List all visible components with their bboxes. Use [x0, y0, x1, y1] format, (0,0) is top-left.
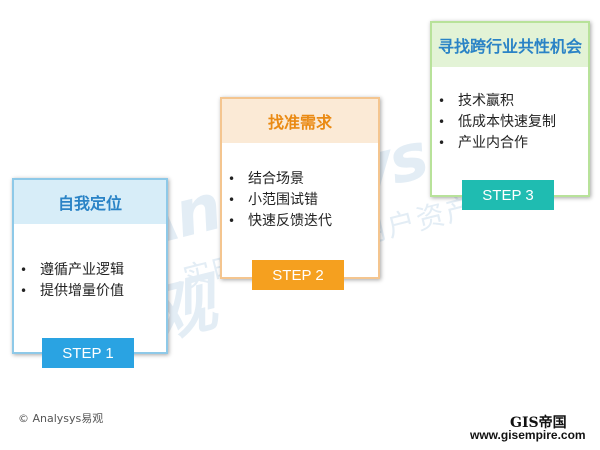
step-2-card: 找准需求 结合场景 小范围试错 快速反馈迭代 — [220, 97, 380, 279]
list-item: 提供增量价值 — [14, 281, 166, 302]
step-3-label: STEP 3 — [462, 180, 554, 210]
step-1-card: 自我定位 遵循产业逻辑 提供增量价值 — [12, 178, 168, 354]
step-3-list: 技术赢积 低成本快速复制 产业内合作 — [432, 67, 588, 154]
list-item: 低成本快速复制 — [432, 112, 588, 133]
step-3-title: 寻找跨行业共性机会 — [432, 23, 588, 67]
copyright-text: © Analysys易观 — [18, 412, 104, 425]
gis-logo-url: www.gisempire.com — [470, 428, 586, 442]
list-item: 遵循产业逻辑 — [14, 260, 166, 281]
gis-logo-title: GIS帝国 — [510, 415, 567, 431]
step-1-title: 自我定位 — [14, 180, 166, 224]
step-1-label: STEP 1 — [42, 338, 134, 368]
list-item: 快速反馈迭代 — [222, 211, 378, 232]
list-item: 技术赢积 — [432, 91, 588, 112]
list-item: 产业内合作 — [432, 133, 588, 154]
step-2-title: 找准需求 — [222, 99, 378, 143]
step-2-label: STEP 2 — [252, 260, 344, 290]
step-3-card: 寻找跨行业共性机会 技术赢积 低成本快速复制 产业内合作 — [430, 21, 590, 197]
step-2-list: 结合场景 小范围试错 快速反馈迭代 — [222, 143, 378, 232]
gis-logo: GIS帝国 www.gisempire.com — [470, 412, 596, 444]
step-1-list: 遵循产业逻辑 提供增量价值 — [14, 224, 166, 302]
list-item: 结合场景 — [222, 169, 378, 190]
list-item: 小范围试错 — [222, 190, 378, 211]
